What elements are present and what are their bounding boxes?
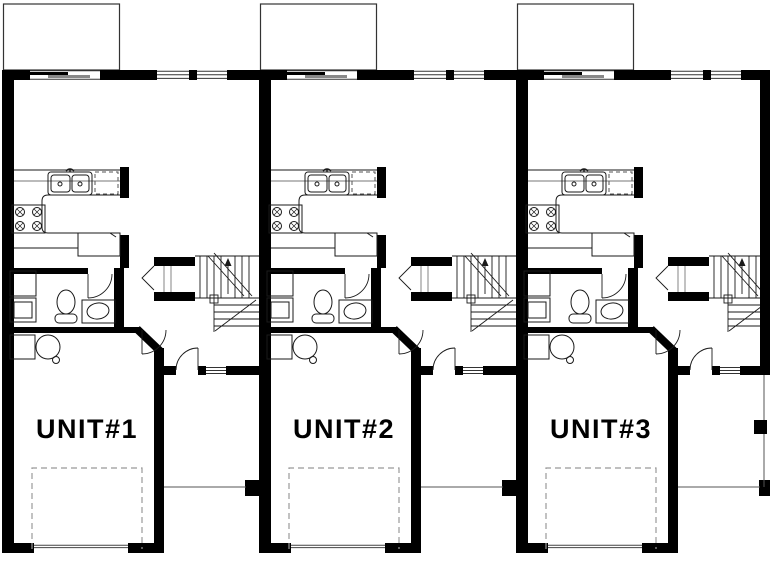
porch-post-icon bbox=[754, 420, 767, 434]
unit-3-plan bbox=[516, 4, 770, 553]
unit-1-label: UNIT#1 bbox=[35, 414, 139, 444]
unit-1-plan bbox=[2, 4, 262, 553]
unit-2-label: UNIT#2 bbox=[292, 414, 396, 444]
unit-3-label: UNIT#3 bbox=[549, 414, 653, 444]
unit-3-end-wall bbox=[754, 70, 770, 487]
unit-2-plan bbox=[259, 4, 519, 553]
